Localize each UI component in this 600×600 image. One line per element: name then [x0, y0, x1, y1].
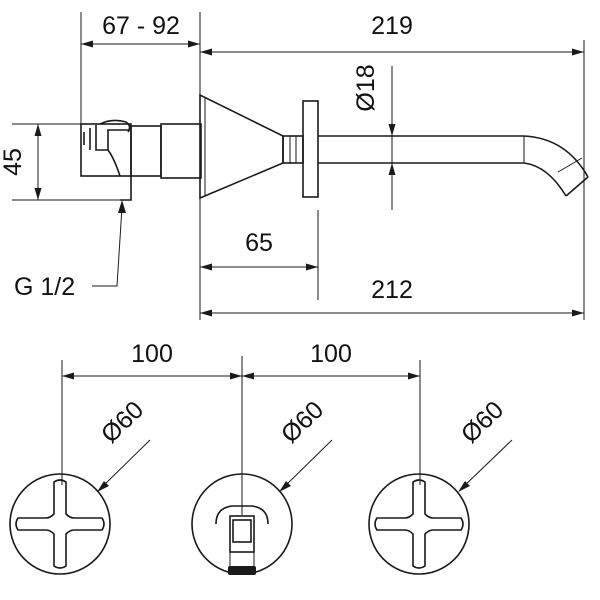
label-handle-diameter-right: Ø60	[456, 396, 509, 449]
label-handle-diameter-center: Ø60	[276, 396, 329, 449]
leader-handle-diameter-left: Ø60	[96, 396, 151, 492]
dimension-handle-spacing-right: 100	[242, 340, 420, 380]
label-spout-total: 219	[371, 12, 413, 40]
label-body-height: 45	[0, 148, 27, 176]
label-wall-depth: 67 - 92	[102, 12, 180, 40]
dimension-spout-diameter: Ø18	[352, 64, 396, 210]
spout-outlet-front	[191, 473, 293, 575]
leader-handle-diameter-center: Ø60	[276, 396, 333, 492]
label-handle-spacing-right: 100	[310, 340, 352, 368]
dimension-spout-from-plate: 212	[200, 276, 584, 317]
dimension-body-height: 45	[0, 123, 130, 201]
cross-handle-right	[368, 473, 470, 575]
dimension-rosette-offset: 65	[200, 229, 318, 271]
rosette-plate	[282, 100, 319, 198]
escutcheon-cone	[199, 93, 284, 200]
dimension-handle-spacing-left: 100	[62, 340, 242, 380]
dimension-spout-total: 219	[200, 12, 584, 56]
label-connection-thread: G 1/2	[14, 273, 75, 301]
spout	[318, 135, 589, 197]
label-spout-diameter: Ø18	[352, 64, 380, 111]
mounting-body	[80, 119, 202, 201]
label-rosette-offset: 65	[245, 229, 273, 257]
label-handle-spacing-left: 100	[131, 340, 173, 368]
label-handle-diameter-left: Ø60	[96, 396, 149, 449]
cross-handle-left	[9, 473, 111, 575]
front-view: 100 100	[9, 340, 513, 575]
leader-handle-diameter-right: Ø60	[456, 396, 513, 492]
leader-connection-thread: G 1/2	[14, 200, 126, 301]
side-view: 67 - 92 219 45	[0, 12, 589, 320]
dimension-wall-depth: 67 - 92	[81, 12, 200, 48]
label-spout-from-plate: 212	[371, 276, 413, 304]
